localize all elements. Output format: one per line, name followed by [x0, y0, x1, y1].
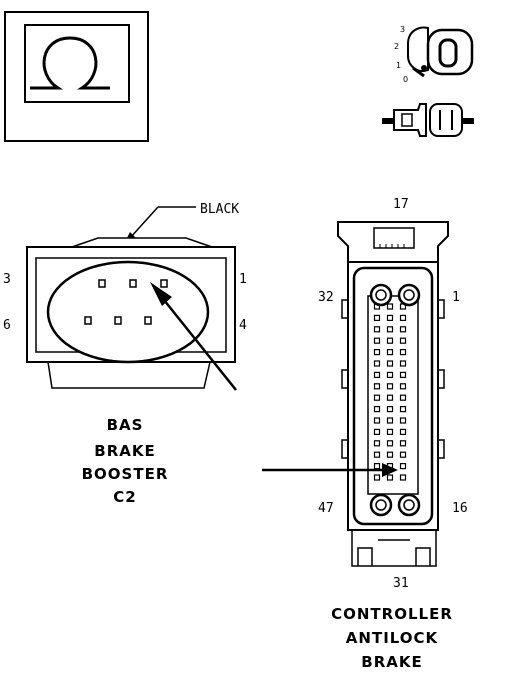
- pin-cavity: [399, 360, 407, 367]
- pin-cavity: [386, 394, 394, 401]
- pin-cavity: [373, 349, 381, 356]
- pin-cavity: [386, 337, 394, 344]
- bas-pin-cavities: [84, 279, 168, 325]
- pin-label-16: 16: [452, 501, 468, 516]
- key-position-3: 3: [400, 25, 405, 34]
- pin-cavity: [373, 394, 381, 401]
- pin-cavity: [373, 326, 381, 333]
- disconnected-connector-icon: [382, 103, 474, 137]
- pin-label-6: 6: [3, 318, 11, 333]
- pin-label-1: 1: [239, 272, 247, 287]
- bas-title-line-2: BRAKE: [94, 442, 155, 460]
- pin-cavity: [386, 303, 394, 310]
- abs-controller-connector: 17 32 1 47 16 31: [262, 197, 468, 671]
- pin-cavity: [373, 383, 381, 390]
- pin-label-1: 1: [452, 290, 460, 305]
- abs-pin-cavities: [373, 303, 407, 481]
- pin-cavity: [373, 406, 381, 413]
- pin-cavity: [373, 337, 381, 344]
- pin-cavity: [373, 314, 381, 321]
- pin-cavity: [399, 349, 407, 356]
- pin-cavity: [399, 371, 407, 378]
- pin-cavity: [399, 303, 407, 310]
- abs-title-line-2: ANTILOCK: [346, 629, 439, 647]
- pin-cavity: [399, 406, 407, 413]
- abs-title-line-1: CONTROLLER: [331, 605, 453, 623]
- pin-cavity: [386, 349, 394, 356]
- color-label: BLACK: [200, 202, 239, 217]
- pin-label-32: 32: [318, 290, 334, 305]
- pin-cavity: [373, 463, 381, 470]
- pin-label-31: 31: [393, 576, 409, 591]
- bas-title-line-4: C2: [113, 488, 136, 506]
- pin-cavity: [386, 440, 394, 447]
- pin-cavity: [373, 371, 381, 378]
- pin-cavity: [386, 371, 394, 378]
- pin-cavity: [386, 428, 394, 435]
- pin-cavity: [399, 383, 407, 390]
- pin-cavity: [373, 360, 381, 367]
- pin-label-17: 17: [393, 197, 409, 212]
- pin-cavity: [399, 394, 407, 401]
- pin-cavity: [386, 406, 394, 413]
- pin-cavity: [373, 428, 381, 435]
- pin-cavity: [386, 383, 394, 390]
- key-position-2: 2: [394, 42, 399, 51]
- pin-cavity: [373, 440, 381, 447]
- abs-title-line-3: BRAKE: [361, 653, 422, 671]
- pin-label-47: 47: [318, 501, 334, 516]
- pin-cavity: [399, 463, 407, 470]
- pin-label-4: 4: [239, 318, 247, 333]
- pin-cavity: [399, 474, 407, 481]
- pin-cavity: [386, 417, 394, 424]
- pin-cavity: [399, 417, 407, 424]
- pin-cavity: [386, 451, 394, 458]
- pin-cavity: [386, 314, 394, 321]
- bas-title-line-1: BAS: [107, 416, 144, 434]
- pin-cavity: [399, 451, 407, 458]
- pin-cavity: [386, 360, 394, 367]
- key-position-0: 0: [403, 75, 408, 84]
- pin-cavity: [373, 474, 381, 481]
- bas-brake-booster-connector: BLACK 3 1 6 4 BAS BRAKE BOOSTER C2: [3, 202, 247, 506]
- pin-cavity: [386, 474, 394, 481]
- pin-cavity: [399, 337, 407, 344]
- pin-cavity: [399, 440, 407, 447]
- pin-cavity: [373, 451, 381, 458]
- pin-cavity: [373, 303, 381, 310]
- pin-label-3: 3: [3, 272, 11, 287]
- ignition-key-icon: 3 2 1 0: [394, 25, 474, 84]
- pin-cavity: [399, 314, 407, 321]
- pin-cavity: [373, 417, 381, 424]
- bas-title-line-3: BOOSTER: [82, 465, 169, 483]
- pin-cavity: [399, 428, 407, 435]
- pin-cavity: [399, 326, 407, 333]
- pin-cavity: [386, 326, 394, 333]
- key-position-1: 1: [396, 61, 401, 70]
- ohmmeter-icon: [4, 11, 149, 142]
